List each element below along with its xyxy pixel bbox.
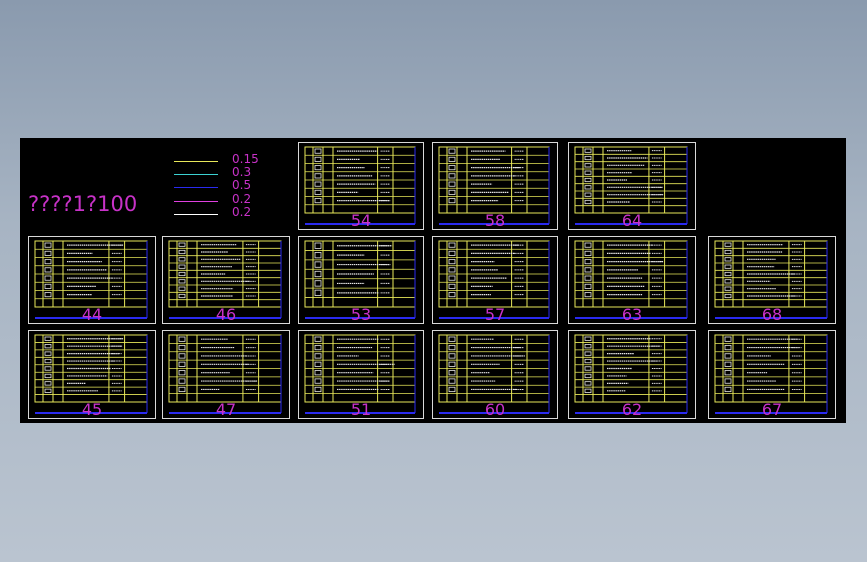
drawing-sheet[interactable]: 57 — [432, 236, 558, 324]
lineweight-row-1: 0.15 — [170, 152, 290, 167]
lineweight-label-1: 0.15 — [232, 152, 259, 166]
sheet-number: 47 — [215, 400, 237, 419]
sheet-number: 51 — [350, 400, 372, 419]
sheet-number: 67 — [761, 400, 783, 419]
sheet-number: 57 — [484, 305, 506, 324]
sheet-number: 63 — [621, 305, 643, 324]
lineweight-swatch-2 — [174, 174, 218, 175]
sheet-table-graphic — [304, 146, 416, 225]
drawing-sheet[interactable]: 46 — [162, 236, 290, 324]
sheet-number: 44 — [81, 305, 103, 324]
drawing-sheet[interactable]: 47 — [162, 330, 290, 419]
sheet-table-graphic — [714, 334, 828, 414]
sheet-table-graphic — [168, 240, 282, 319]
drawing-sheet[interactable]: 58 — [432, 142, 558, 230]
drawing-sheet[interactable]: 63 — [568, 236, 696, 324]
sheet-number: 60 — [484, 400, 506, 419]
sheet-table-graphic — [34, 240, 148, 319]
drawing-sheet[interactable]: 54 — [298, 142, 424, 230]
drawing-sheet[interactable]: 44 — [28, 236, 156, 324]
lineweight-row-2: 0.3 — [170, 165, 290, 180]
drawing-sheet[interactable]: 51 — [298, 330, 424, 419]
lineweight-row-4: 0.2 — [170, 192, 290, 207]
sheet-number: 45 — [81, 400, 103, 419]
lineweight-swatch-4 — [174, 201, 218, 202]
sheet-table-graphic — [574, 146, 688, 225]
sheet-table-graphic — [574, 240, 688, 319]
lineweight-row-5: 0.2 — [170, 205, 290, 220]
lineweight-label-3: 0.5 — [232, 178, 252, 192]
sheet-table-graphic — [438, 334, 550, 414]
lineweight-row-3: 0.5 — [170, 178, 290, 193]
sheet-number: 53 — [350, 305, 372, 324]
lineweight-label-4: 0.2 — [232, 192, 252, 206]
sheet-table-graphic — [168, 334, 282, 414]
sheet-table-graphic — [574, 334, 688, 414]
sheet-number: 68 — [761, 305, 783, 324]
sheet-table-graphic — [438, 146, 550, 225]
sheet-table-graphic — [34, 334, 148, 414]
drawing-sheet[interactable]: 45 — [28, 330, 156, 419]
sheet-number: 46 — [215, 305, 237, 324]
sheet-table-graphic — [304, 334, 416, 414]
lineweight-swatch-3 — [174, 187, 218, 188]
drawing-sheet[interactable]: 64 — [568, 142, 696, 230]
sheet-table-graphic — [714, 240, 828, 319]
lineweight-swatch-5 — [174, 214, 218, 215]
sheet-number: 58 — [484, 211, 506, 230]
lineweight-swatch-1 — [174, 161, 218, 162]
sheet-number: 64 — [621, 211, 643, 230]
sheet-table-graphic — [304, 240, 416, 319]
drawing-title-label: ????1?100 — [28, 192, 138, 216]
sheet-number: 54 — [350, 211, 372, 230]
drawing-canvas[interactable]: ????1?100 0.15 0.3 0.5 0.2 0.2 54 58 64 … — [20, 138, 846, 423]
sheet-number: 62 — [621, 400, 643, 419]
drawing-sheet[interactable]: 60 — [432, 330, 558, 419]
drawing-sheet[interactable]: 68 — [708, 236, 836, 324]
lineweight-label-2: 0.3 — [232, 165, 252, 179]
drawing-sheet[interactable]: 62 — [568, 330, 696, 419]
drawing-sheet[interactable]: 53 — [298, 236, 424, 324]
sheet-table-graphic — [438, 240, 550, 319]
lineweight-label-5: 0.2 — [232, 205, 252, 219]
drawing-sheet[interactable]: 67 — [708, 330, 836, 419]
